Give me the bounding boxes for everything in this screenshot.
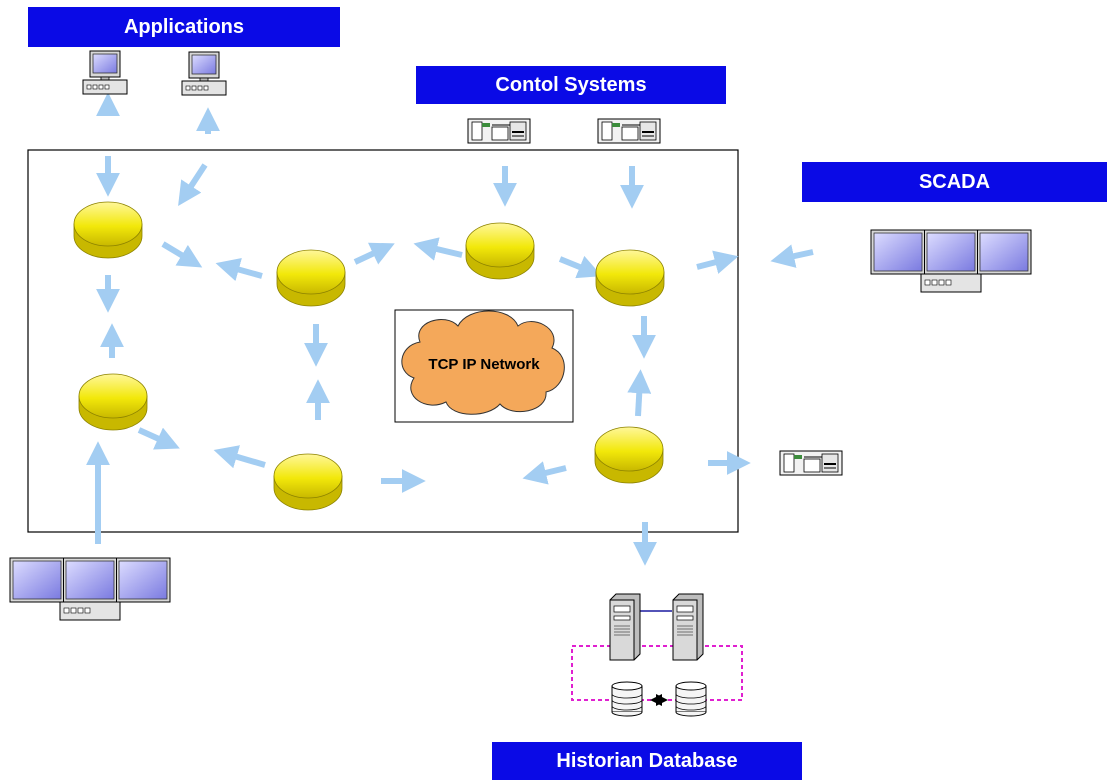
node-disk-icon xyxy=(595,249,665,307)
network-diagram: TCP IP Network xyxy=(9,50,1032,717)
arrow-n3-right xyxy=(558,255,603,279)
arrow-scada-out xyxy=(696,250,739,274)
triple-monitor-icon xyxy=(9,557,171,621)
arrow-n8-left xyxy=(522,461,567,485)
arrow-n2-left xyxy=(215,257,263,282)
arrow-n1-right xyxy=(161,241,203,268)
arrow-n7-left xyxy=(213,445,266,469)
historian-database-banner: Historian Database xyxy=(492,742,802,780)
workstation-icon xyxy=(82,50,128,95)
arrow-n3-left xyxy=(413,237,463,261)
scada-banner: SCADA xyxy=(802,162,1107,202)
node-disk-icon xyxy=(594,426,664,484)
cloud-icon xyxy=(401,310,565,415)
arrow-n2-right xyxy=(353,242,395,265)
network-label: TCP IP Network xyxy=(428,356,540,373)
control-systems-banner: Contol Systems xyxy=(416,66,726,104)
arrow-app2-down xyxy=(178,163,208,207)
control-unit-icon xyxy=(597,118,661,144)
network-boundary xyxy=(27,149,739,533)
triple-monitor-icon xyxy=(870,229,1032,293)
control-unit-icon xyxy=(779,450,843,476)
applications-banner: Applications xyxy=(28,7,340,47)
database-disk-icon xyxy=(611,681,643,717)
node-disk-icon xyxy=(276,249,346,307)
node-disk-icon xyxy=(273,453,343,511)
arrow-n6-right xyxy=(137,427,180,450)
arrow-right-up xyxy=(627,369,652,417)
arrow-scada-in xyxy=(770,244,814,268)
flow-arrows xyxy=(86,92,814,566)
workstation-icon xyxy=(181,51,227,96)
database-disk-icon xyxy=(675,681,707,717)
node-disk-icon xyxy=(73,201,143,259)
redundancy-link xyxy=(571,645,743,701)
server-tower-icon xyxy=(609,593,641,661)
node-disk-icon xyxy=(465,222,535,280)
control-unit-icon xyxy=(467,118,531,144)
node-disk-icon xyxy=(78,373,148,431)
server-tower-icon xyxy=(672,593,704,661)
